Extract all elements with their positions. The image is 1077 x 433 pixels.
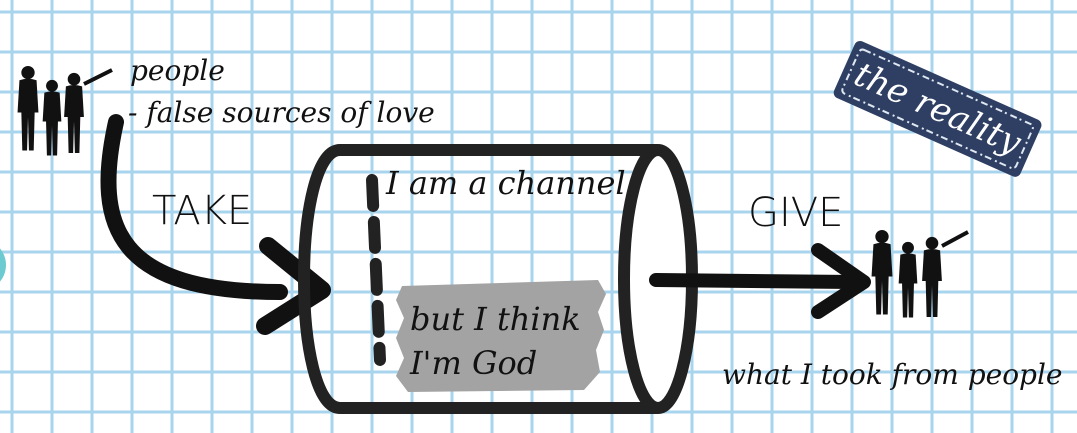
think-line-1: but I think (410, 300, 581, 338)
take-label: TAKE (152, 188, 252, 234)
think-line-2: I'm God (409, 344, 537, 382)
teal-edge-circle (0, 239, 6, 291)
people-group-left-icon (18, 66, 112, 156)
people-group-right-icon (872, 230, 968, 318)
channel-label: I am a channel (385, 164, 626, 202)
people-title: people (130, 54, 225, 87)
give-label: GIVE (748, 190, 843, 236)
took-label: what I took from people (722, 358, 1063, 391)
give-arrow (656, 280, 854, 282)
people-subtitle: - false sources of love (128, 96, 435, 129)
